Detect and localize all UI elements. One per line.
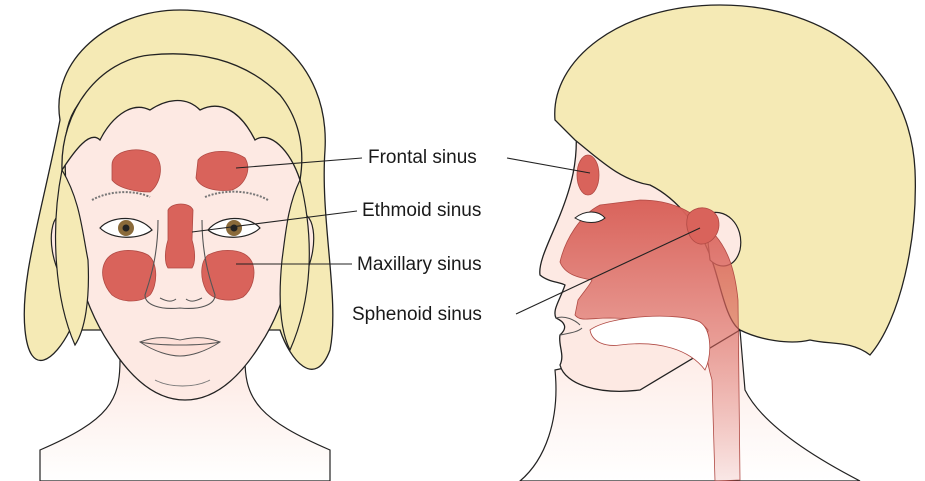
front-face (24, 10, 333, 481)
front-ethmoid-sinus (165, 204, 194, 268)
maxillary-sinus-label: Maxillary sinus (357, 255, 482, 274)
sphenoid-sinus-label: Sphenoid sinus (352, 305, 482, 324)
ethmoid-sinus-label: Ethmoid sinus (362, 201, 481, 220)
front-frontal-sinus-left (112, 150, 160, 192)
side-frontal-sinus (577, 155, 599, 195)
frontal-sinus-label: Frontal sinus (368, 148, 477, 167)
front-frontal-sinus-right (196, 151, 248, 190)
front-maxillary-sinus-left (103, 250, 156, 301)
side-face (520, 5, 915, 481)
